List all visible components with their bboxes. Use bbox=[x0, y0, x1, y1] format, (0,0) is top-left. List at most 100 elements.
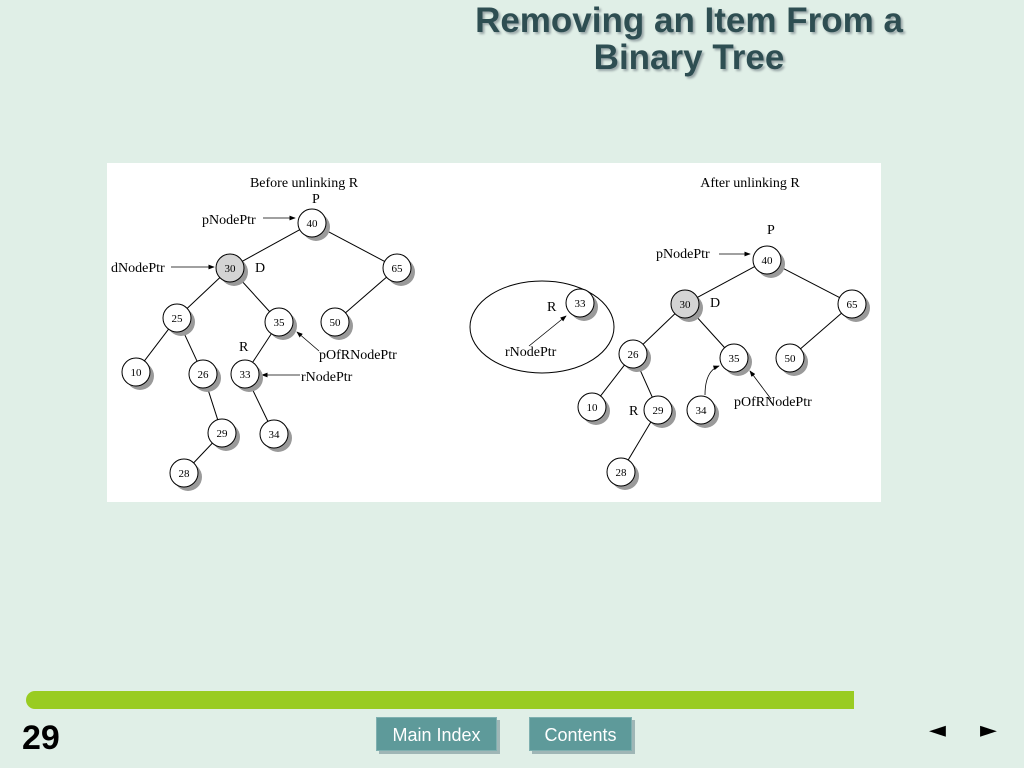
node-circle bbox=[297, 208, 327, 238]
tree-node-30: 30 bbox=[215, 253, 248, 286]
pointer-label-pofrnodeptr: pOfRNodePtr bbox=[319, 348, 397, 363]
node-circle bbox=[837, 289, 867, 319]
slide-title: Removing an Item From a Binary Tree bbox=[430, 2, 948, 76]
tree-edges bbox=[144, 229, 842, 464]
node-circle bbox=[719, 343, 749, 373]
pointer-label-r: R bbox=[629, 404, 639, 419]
after-caption: After unlinking R bbox=[700, 176, 800, 191]
node-circle bbox=[577, 392, 607, 422]
pointer-label-r: R bbox=[547, 300, 557, 315]
node-circle bbox=[752, 245, 782, 275]
node-value: 35 bbox=[729, 353, 741, 365]
pointer-label-rnodeptr: rNodePtr bbox=[301, 370, 353, 385]
node-circle bbox=[215, 253, 245, 283]
page-number: 29 bbox=[22, 719, 60, 757]
prev-slide-icon[interactable]: ◄ bbox=[929, 718, 946, 743]
tree-edge bbox=[239, 278, 270, 312]
node-value: 29 bbox=[653, 405, 665, 417]
next-slide-icon[interactable]: ► bbox=[980, 718, 997, 743]
node-value: 40 bbox=[307, 218, 319, 230]
pofrnodeptr-arrow-before bbox=[296, 331, 320, 352]
pointer-label-pnodeptr: pNodePtr bbox=[202, 213, 256, 228]
pointer-label-rnodeptr: rNodePtr bbox=[505, 345, 557, 360]
pofrnodeptr-arrow-after bbox=[749, 370, 772, 400]
pointer-label-d: D bbox=[255, 261, 265, 276]
rnodeptr-arrow-middle bbox=[528, 315, 567, 347]
node-circle bbox=[670, 289, 700, 319]
tree-node-29: 29 bbox=[643, 395, 676, 428]
binary-tree-diagram: Before unlinking R After unlinking R 40 3… bbox=[111, 176, 870, 491]
node-circle bbox=[606, 457, 636, 487]
tree-edge bbox=[250, 386, 269, 422]
tree-node-25: 25 bbox=[162, 303, 195, 336]
tree-edge bbox=[193, 442, 213, 464]
node-circle bbox=[207, 418, 237, 448]
node-value: 30 bbox=[225, 263, 237, 275]
binary-tree-figure: Before unlinking R After unlinking R 40 3… bbox=[107, 163, 881, 502]
relink-arrow bbox=[704, 365, 720, 396]
node-value: 50 bbox=[330, 317, 342, 329]
tree-node-10: 10 bbox=[577, 392, 610, 425]
node-value: 29 bbox=[217, 428, 229, 440]
node-circle bbox=[162, 303, 192, 333]
node-circle bbox=[169, 458, 199, 488]
node-value: 40 bbox=[762, 255, 774, 267]
node-value: 33 bbox=[575, 298, 587, 310]
node-value: 35 bbox=[274, 317, 286, 329]
tree-edge bbox=[694, 314, 725, 348]
tree-edge bbox=[242, 229, 300, 262]
node-value: 65 bbox=[847, 299, 859, 311]
tree-edge bbox=[345, 276, 387, 314]
pointer-label-pnodeptr: pNodePtr bbox=[656, 247, 710, 262]
tree-node-50: 50 bbox=[775, 343, 808, 376]
title-line-1: Removing an Item From a bbox=[475, 1, 903, 40]
node-circle bbox=[264, 307, 294, 337]
node-value: 65 bbox=[392, 263, 404, 275]
pointer-label-dnodeptr: dNodePtr bbox=[111, 261, 165, 276]
tree-node-35: 35 bbox=[264, 307, 297, 340]
tree-edge bbox=[800, 312, 842, 350]
tree-node-35: 35 bbox=[719, 343, 752, 376]
node-circle bbox=[686, 395, 716, 425]
node-value: 34 bbox=[269, 429, 281, 441]
tree-edge bbox=[697, 266, 755, 298]
main-index-button[interactable]: Main Index bbox=[376, 717, 497, 751]
tree-edge bbox=[144, 328, 169, 362]
pointer-label-pofrnodeptr: pOfRNodePtr bbox=[734, 395, 812, 410]
tree-edge bbox=[638, 366, 653, 398]
node-value: 10 bbox=[131, 367, 143, 379]
node-circle bbox=[565, 288, 595, 318]
node-circle bbox=[382, 253, 412, 283]
node-circle bbox=[230, 359, 260, 389]
tree-node-33: 33 bbox=[565, 288, 598, 321]
pointer-label-p: P bbox=[312, 192, 320, 207]
tree-node-30: 30 bbox=[670, 289, 703, 322]
node-value: 34 bbox=[696, 405, 708, 417]
tree-node-26: 26 bbox=[618, 339, 651, 372]
tree-edge bbox=[252, 333, 272, 363]
tree-node-65: 65 bbox=[382, 253, 415, 286]
node-value: 25 bbox=[172, 313, 184, 325]
tree-edge bbox=[186, 277, 221, 309]
tree-node-26: 26 bbox=[188, 359, 221, 392]
tree-edge bbox=[206, 387, 219, 420]
tree-edge bbox=[642, 313, 676, 345]
tree-edge bbox=[324, 229, 385, 262]
before-caption: Before unlinking R bbox=[250, 176, 359, 191]
tree-node-28: 28 bbox=[606, 457, 639, 490]
detached-node-ellipse bbox=[469, 280, 615, 374]
node-circle bbox=[188, 359, 218, 389]
tree-node-34: 34 bbox=[686, 395, 719, 428]
pointer-label-d: D bbox=[710, 296, 720, 311]
node-circle bbox=[643, 395, 673, 425]
node-value: 10 bbox=[587, 402, 599, 414]
node-circle bbox=[775, 343, 805, 373]
node-value: 30 bbox=[680, 299, 692, 311]
node-value: 28 bbox=[179, 468, 191, 480]
tree-node-10: 10 bbox=[121, 357, 154, 390]
tree-edge bbox=[627, 421, 652, 461]
contents-button[interactable]: Contents bbox=[529, 717, 632, 751]
node-circle bbox=[121, 357, 151, 387]
tree-node-65: 65 bbox=[837, 289, 870, 322]
